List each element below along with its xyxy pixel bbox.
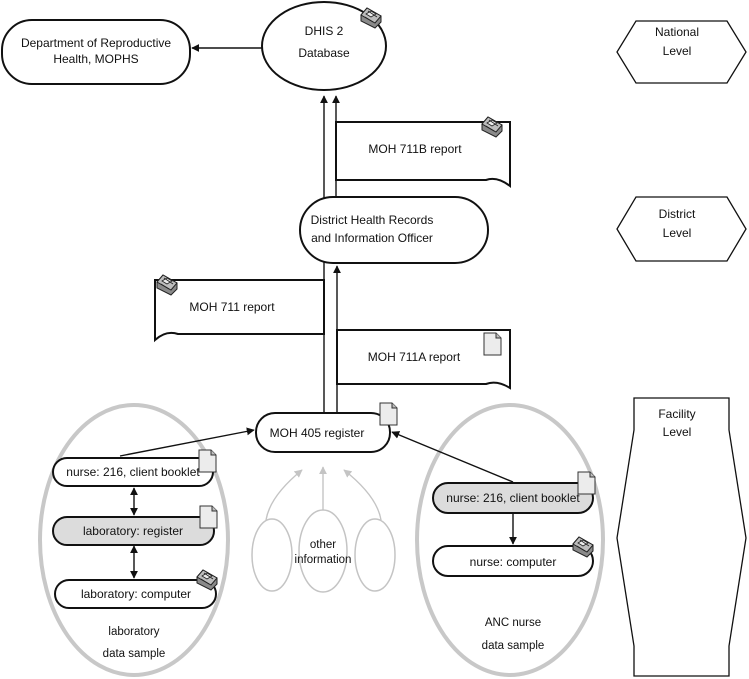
level-facility-line1: Facility bbox=[658, 407, 695, 421]
arrow-lab-booklet-to-405 bbox=[119, 427, 255, 457]
level-national-line1: National bbox=[655, 25, 699, 39]
lab-computer-label: laboratory: computer bbox=[81, 587, 191, 601]
other-information-arrow-right bbox=[343, 469, 382, 521]
anc-sample-caption-line1: ANC nurse bbox=[485, 617, 541, 629]
lab-register-node: laboratory: register bbox=[52, 516, 215, 546]
district-records-officer-line2: and Information Officer bbox=[311, 231, 433, 245]
dhis-database-line1: DHIS 2 bbox=[305, 24, 344, 38]
level-district-marker: District Level bbox=[616, 196, 747, 262]
level-district-line2: Level bbox=[663, 226, 692, 240]
anc-sample-ellipse bbox=[415, 403, 605, 677]
moh-405-register-node: MOH 405 register bbox=[255, 412, 391, 453]
document-icon bbox=[577, 471, 596, 495]
dept-reproductive-health-line1: Department of Reproductive bbox=[21, 36, 171, 50]
moh-711-report-label: MOH 711 report bbox=[189, 300, 275, 314]
moh-405-register-label: MOH 405 register bbox=[270, 426, 365, 440]
level-facility-marker: Facility Level bbox=[616, 397, 747, 677]
moh-711b-report-label: MOH 711B report bbox=[368, 142, 462, 156]
other-information-line1: other bbox=[310, 539, 336, 551]
anc-sample-caption-line2: data sample bbox=[482, 640, 545, 652]
moh-711a-report-label: MOH 711A report bbox=[368, 350, 461, 364]
other-information-ellipse-left bbox=[251, 518, 293, 592]
district-records-officer-node: District Health Records and Information … bbox=[299, 196, 489, 264]
level-facility-line2: Level bbox=[663, 425, 692, 439]
anc-client-booklet-node: nurse: 216, client booklet bbox=[432, 482, 594, 514]
other-information-ellipse-center bbox=[298, 509, 348, 593]
document-icon bbox=[483, 332, 502, 356]
level-district-line1: District bbox=[659, 207, 696, 221]
other-information-arrow-left bbox=[265, 469, 303, 521]
arrow-anc-booklet-to-405 bbox=[391, 431, 514, 483]
level-national-marker: National Level bbox=[616, 20, 747, 84]
other-information-ellipse-right bbox=[354, 518, 396, 592]
other-information-line2: information bbox=[295, 554, 352, 566]
moh-711b-report-node: MOH 711B report bbox=[335, 121, 511, 189]
anc-computer-node: nurse: computer bbox=[432, 545, 594, 577]
laboratory-sample-caption-line1: laboratory bbox=[108, 626, 159, 638]
dept-reproductive-health-line2: Health, MOPHS bbox=[53, 52, 138, 66]
anc-client-booklet-label: nurse: 216, client booklet bbox=[446, 491, 580, 505]
lab-client-booklet-label: nurse: 216, client booklet bbox=[66, 465, 200, 479]
document-icon bbox=[379, 402, 398, 426]
lab-register-label: laboratory: register bbox=[83, 524, 183, 538]
other-information-group: other information bbox=[251, 466, 396, 593]
lab-computer-node: laboratory: computer bbox=[54, 579, 217, 609]
document-icon bbox=[198, 449, 217, 473]
dhis-database-node: DHIS 2 Database bbox=[261, 1, 387, 91]
anc-computer-label: nurse: computer bbox=[470, 555, 557, 569]
moh-711a-report-node: MOH 711A report bbox=[336, 329, 511, 390]
lab-client-booklet-node: nurse: 216, client booklet bbox=[52, 457, 214, 487]
level-national-line2: Level bbox=[663, 44, 692, 58]
district-records-officer-line1: District Health Records bbox=[311, 213, 434, 227]
laboratory-sample-ellipse bbox=[38, 403, 230, 677]
laboratory-sample-caption-line2: data sample bbox=[103, 648, 166, 660]
dhis-database-line2: Database bbox=[298, 46, 350, 60]
moh-711-report-node: MOH 711 report bbox=[154, 279, 325, 343]
document-icon bbox=[199, 505, 218, 529]
dept-reproductive-health-node: Department of Reproductive Health, MOPHS bbox=[1, 19, 191, 85]
